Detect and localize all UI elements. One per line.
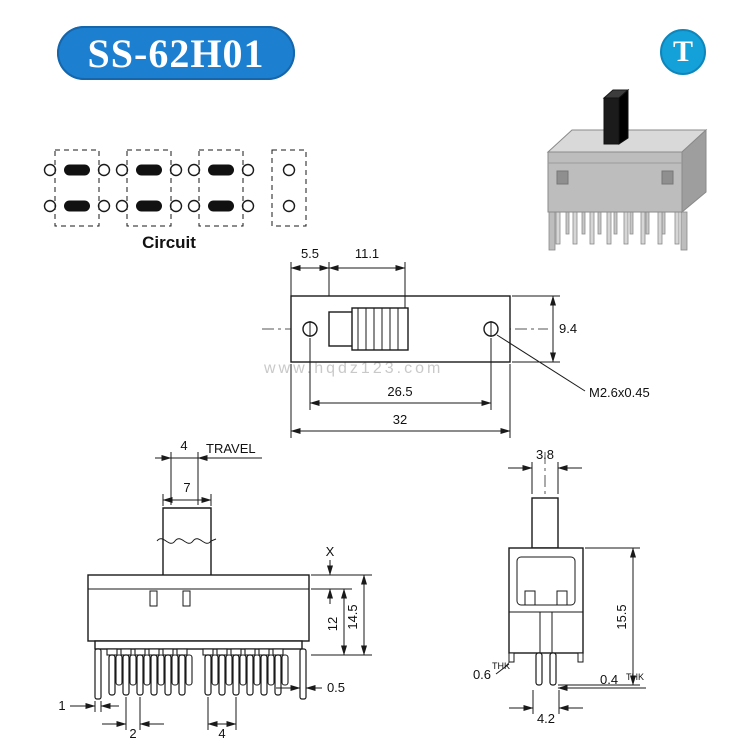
- top-view-drawing: 5.5 11.1 9.4 26.5 32 M2.6x0.45: [262, 246, 650, 438]
- side-view-drawing: 3.8 15.5 0.6 THK 0.4 THK 4.2: [473, 447, 646, 726]
- side-inner-frame: [516, 556, 576, 606]
- photo-knob-front: [603, 97, 620, 145]
- front-mounting-leg-right: [299, 648, 307, 700]
- circuit-dashed-box: [54, 149, 100, 227]
- circuit-common-contact: [64, 164, 90, 176]
- side-terminal-pin: [535, 652, 543, 686]
- circuit-common-contact: [136, 164, 162, 176]
- dim-side-height-label: 15.5: [614, 604, 629, 629]
- circuit-common-contact: [136, 200, 162, 212]
- side-bracket-leg: [508, 652, 515, 663]
- side-inner-tab: [524, 590, 536, 606]
- model-badge: SS-62H01: [57, 26, 295, 80]
- dim-knob-width-label: 7: [183, 480, 190, 495]
- circuit-dashed-box: [198, 149, 244, 227]
- photo-side-hole: [556, 170, 569, 185]
- photo-front-pins: [548, 211, 688, 251]
- photo-back-pins: [565, 209, 666, 235]
- circuit-dashed-box: [126, 149, 172, 227]
- slider-knob-top: [351, 307, 409, 351]
- dim-left-offset-label: 5.5: [301, 246, 319, 261]
- circuit-common-contact: [208, 164, 234, 176]
- photo-knob-side: [618, 88, 629, 145]
- front-knob-break-line: [156, 538, 217, 544]
- front-knob-outline: [162, 507, 212, 575]
- front-base-strip: [94, 640, 303, 650]
- circuit-common-contact: [64, 200, 90, 212]
- circuit-diagram: Circuit: [43, 149, 307, 252]
- thk-right-value-label: 0.4: [600, 672, 618, 687]
- dim-travel-label: 4: [180, 438, 187, 453]
- dim-knob-depth-label: 3.8: [536, 447, 554, 462]
- dim-x-label: X: [326, 544, 335, 559]
- dim-pin-offset-label: 1: [58, 698, 65, 713]
- front-body-outline: [87, 574, 310, 642]
- circuit-caption: Circuit: [142, 233, 196, 252]
- front-body-slot: [182, 590, 191, 607]
- thread-spec-label: M2.6x0.45: [589, 385, 650, 400]
- front-terminal-pins: [94, 648, 307, 700]
- model-badge-label: SS-62H01: [87, 30, 265, 76]
- photo-body-front-face: [547, 151, 683, 213]
- thk-right-unit-label: THK: [626, 672, 644, 682]
- dim-body-height-label: 12: [325, 617, 340, 631]
- brand-logo: T: [660, 29, 706, 75]
- circuit-dashed-box: [271, 149, 307, 227]
- circuit-common-contact: [208, 200, 234, 212]
- side-view-dimensions: [495, 462, 646, 714]
- thk-left-unit-label: THK: [492, 661, 510, 671]
- dim-hole-spacing-label: 26.5: [387, 384, 412, 399]
- front-view-dimensions: [70, 452, 372, 730]
- photo-side-hole: [661, 170, 674, 185]
- dim-window-width-label: 11.1: [355, 246, 379, 261]
- side-bracket-leg: [577, 652, 584, 663]
- dim-pin-pitch-label: 2: [129, 726, 136, 741]
- dim-pin-width-label: 0.5: [327, 680, 345, 695]
- side-inner-tab: [556, 590, 568, 606]
- front-pin-bases: [106, 648, 284, 656]
- thk-left-value-label: 0.6: [473, 667, 491, 682]
- photo-body-side-face: [681, 128, 707, 214]
- slider-knob-ribs: [357, 308, 399, 350]
- front-back-pins: [115, 654, 289, 686]
- dim-group-pitch-label: 4: [218, 726, 225, 741]
- travel-text-label: TRAVEL: [206, 441, 256, 456]
- front-view-drawing: 4 TRAVEL 7 X 12 14.5 1 2 4 0.5: [58, 438, 372, 741]
- brand-logo-letter: T: [672, 35, 693, 68]
- dim-pin-span-label: 4.2: [537, 711, 555, 726]
- dim-height-label: 9.4: [559, 321, 577, 336]
- side-body-outline: [508, 547, 584, 654]
- dim-total-height-label: 14.5: [345, 604, 360, 629]
- product-photo: [546, 88, 708, 251]
- top-view-dimensions: [290, 262, 586, 438]
- side-terminal-pin: [549, 652, 557, 686]
- dim-total-width-label: 32: [393, 412, 407, 427]
- front-mounting-leg-left: [94, 648, 102, 700]
- watermark-text: www.hqdz123.com: [264, 360, 444, 377]
- front-body-slot: [149, 590, 158, 607]
- side-knob-outline: [531, 497, 559, 549]
